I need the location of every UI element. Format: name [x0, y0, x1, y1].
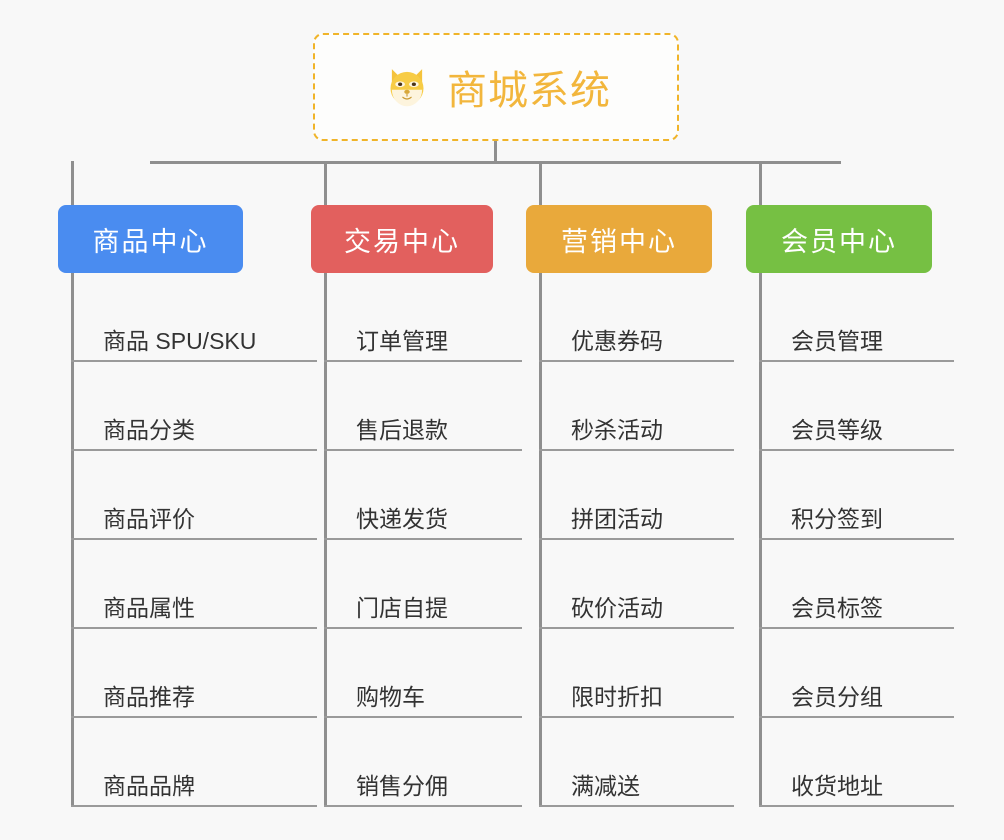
leaf-item[interactable]: 会员等级 [759, 362, 954, 451]
leaf-underline: 优惠券码 [539, 327, 734, 362]
leaf-label: 订单管理 [356, 327, 448, 354]
connector-root-stem [494, 141, 497, 163]
leaf-underline: 快递发货 [324, 505, 522, 540]
leaf-item[interactable]: 秒杀活动 [539, 362, 734, 451]
leaf-item[interactable]: 砍价活动 [539, 540, 734, 629]
leaf-item[interactable]: 商品评价 [71, 451, 317, 540]
leaf-item[interactable]: 商品品牌 [71, 718, 317, 807]
leaf-item[interactable]: 会员标签 [759, 540, 954, 629]
leaf-underline: 购物车 [324, 683, 522, 718]
leaf-label: 快递发货 [356, 505, 448, 532]
category-header-member-center[interactable]: 会员中心 [746, 205, 932, 273]
leaf-list-member-center: 会员管理会员等级积分签到会员标签会员分组收货地址 [746, 273, 954, 807]
leaf-list-marketing-center: 优惠券码秒杀活动拼团活动砍价活动限时折扣满减送 [526, 273, 734, 807]
leaf-item[interactable]: 商品分类 [71, 362, 317, 451]
column-member-center: 会员中心会员管理会员等级积分签到会员标签会员分组收货地址 [746, 205, 954, 807]
leaf-underline: 售后退款 [324, 416, 522, 451]
root-title: 商城系统 [447, 69, 611, 113]
leaf-label: 商品评价 [103, 505, 195, 532]
leaf-item[interactable]: 商品推荐 [71, 629, 317, 718]
leaf-underline: 积分签到 [759, 505, 954, 540]
root-node[interactable]: 商城系统 [313, 33, 679, 141]
leaf-item[interactable]: 快递发货 [324, 451, 522, 540]
leaf-list-product-center: 商品 SPU/SKU 商品分类商品评价商品属性商品推荐商品品牌 [58, 273, 317, 807]
leaf-label: 会员等级 [791, 416, 883, 443]
leaf-label: 拼团活动 [571, 505, 663, 532]
leaf-label: 商品品牌 [103, 772, 195, 799]
leaf-underline: 商品品牌 [71, 772, 317, 807]
leaf-item[interactable]: 会员管理 [759, 273, 954, 362]
leaf-label: 门店自提 [356, 594, 448, 621]
leaf-label: 商品属性 [103, 594, 195, 621]
leaf-item[interactable]: 商品属性 [71, 540, 317, 629]
leaf-label: 限时折扣 [571, 683, 663, 710]
leaf-item[interactable]: 拼团活动 [539, 451, 734, 540]
category-header-marketing-center[interactable]: 营销中心 [526, 205, 712, 273]
leaf-underline: 订单管理 [324, 327, 522, 362]
connector-drop-member-center [759, 161, 762, 205]
leaf-underline: 销售分佣 [324, 772, 522, 807]
leaf-underline: 会员管理 [759, 327, 954, 362]
leaf-label: 销售分佣 [356, 772, 448, 799]
column-trunk-member-center [759, 273, 762, 807]
connector-horizontal-bus [150, 161, 841, 164]
category-header-trade-center[interactable]: 交易中心 [311, 205, 493, 273]
leaf-item[interactable]: 订单管理 [324, 273, 522, 362]
column-marketing-center: 营销中心优惠券码秒杀活动拼团活动砍价活动限时折扣满减送 [526, 205, 734, 807]
leaf-label: 积分签到 [791, 505, 883, 532]
column-trunk-trade-center [324, 273, 327, 807]
leaf-item[interactable]: 优惠券码 [539, 273, 734, 362]
leaf-label: 满减送 [571, 772, 640, 799]
connector-drop-marketing-center [539, 161, 542, 205]
leaf-underline: 秒杀活动 [539, 416, 734, 451]
leaf-item[interactable]: 购物车 [324, 629, 522, 718]
leaf-list-trade-center: 订单管理售后退款快递发货门店自提购物车销售分佣 [311, 273, 522, 807]
leaf-item[interactable]: 满减送 [539, 718, 734, 807]
leaf-item[interactable]: 售后退款 [324, 362, 522, 451]
leaf-label: 秒杀活动 [571, 416, 663, 443]
leaf-item[interactable]: 门店自提 [324, 540, 522, 629]
column-trade-center: 交易中心订单管理售后退款快递发货门店自提购物车销售分佣 [311, 205, 522, 807]
leaf-underline: 拼团活动 [539, 505, 734, 540]
column-trunk-product-center [71, 273, 74, 807]
leaf-label: 商品分类 [103, 416, 195, 443]
leaf-label: 商品推荐 [103, 683, 195, 710]
leaf-label: 收货地址 [791, 772, 883, 799]
connector-drop-trade-center [324, 161, 327, 205]
leaf-underline: 商品分类 [71, 416, 317, 451]
leaf-label: 会员管理 [791, 327, 883, 354]
leaf-item[interactable]: 商品 SPU/SKU [71, 273, 317, 362]
leaf-item[interactable]: 限时折扣 [539, 629, 734, 718]
leaf-underline: 会员等级 [759, 416, 954, 451]
leaf-underline: 商品推荐 [71, 683, 317, 718]
leaf-label: 砍价活动 [571, 594, 663, 621]
leaf-item[interactable]: 积分签到 [759, 451, 954, 540]
leaf-label: 商品 SPU/SKU [103, 327, 257, 354]
leaf-label: 会员分组 [791, 683, 883, 710]
leaf-underline: 砍价活动 [539, 594, 734, 629]
leaf-underline: 收货地址 [759, 772, 954, 807]
column-trunk-marketing-center [539, 273, 542, 807]
leaf-underline: 门店自提 [324, 594, 522, 629]
leaf-label: 会员标签 [791, 594, 883, 621]
leaf-underline: 商品评价 [71, 505, 317, 540]
category-header-product-center[interactable]: 商品中心 [58, 205, 243, 273]
connector-drop-product-center [71, 161, 74, 205]
leaf-underline: 会员标签 [759, 594, 954, 629]
leaf-item[interactable]: 会员分组 [759, 629, 954, 718]
leaf-item[interactable]: 销售分佣 [324, 718, 522, 807]
leaf-item[interactable]: 收货地址 [759, 718, 954, 807]
leaf-underline: 商品 SPU/SKU [71, 327, 317, 362]
shiba-dog-icon [381, 61, 433, 113]
leaf-underline: 会员分组 [759, 683, 954, 718]
column-product-center: 商品中心商品 SPU/SKU 商品分类商品评价商品属性商品推荐商品品牌 [58, 205, 317, 807]
leaf-label: 售后退款 [356, 416, 448, 443]
leaf-underline: 限时折扣 [539, 683, 734, 718]
leaf-underline: 满减送 [539, 772, 734, 807]
leaf-underline: 商品属性 [71, 594, 317, 629]
leaf-label: 购物车 [356, 683, 425, 710]
leaf-label: 优惠券码 [571, 327, 663, 354]
